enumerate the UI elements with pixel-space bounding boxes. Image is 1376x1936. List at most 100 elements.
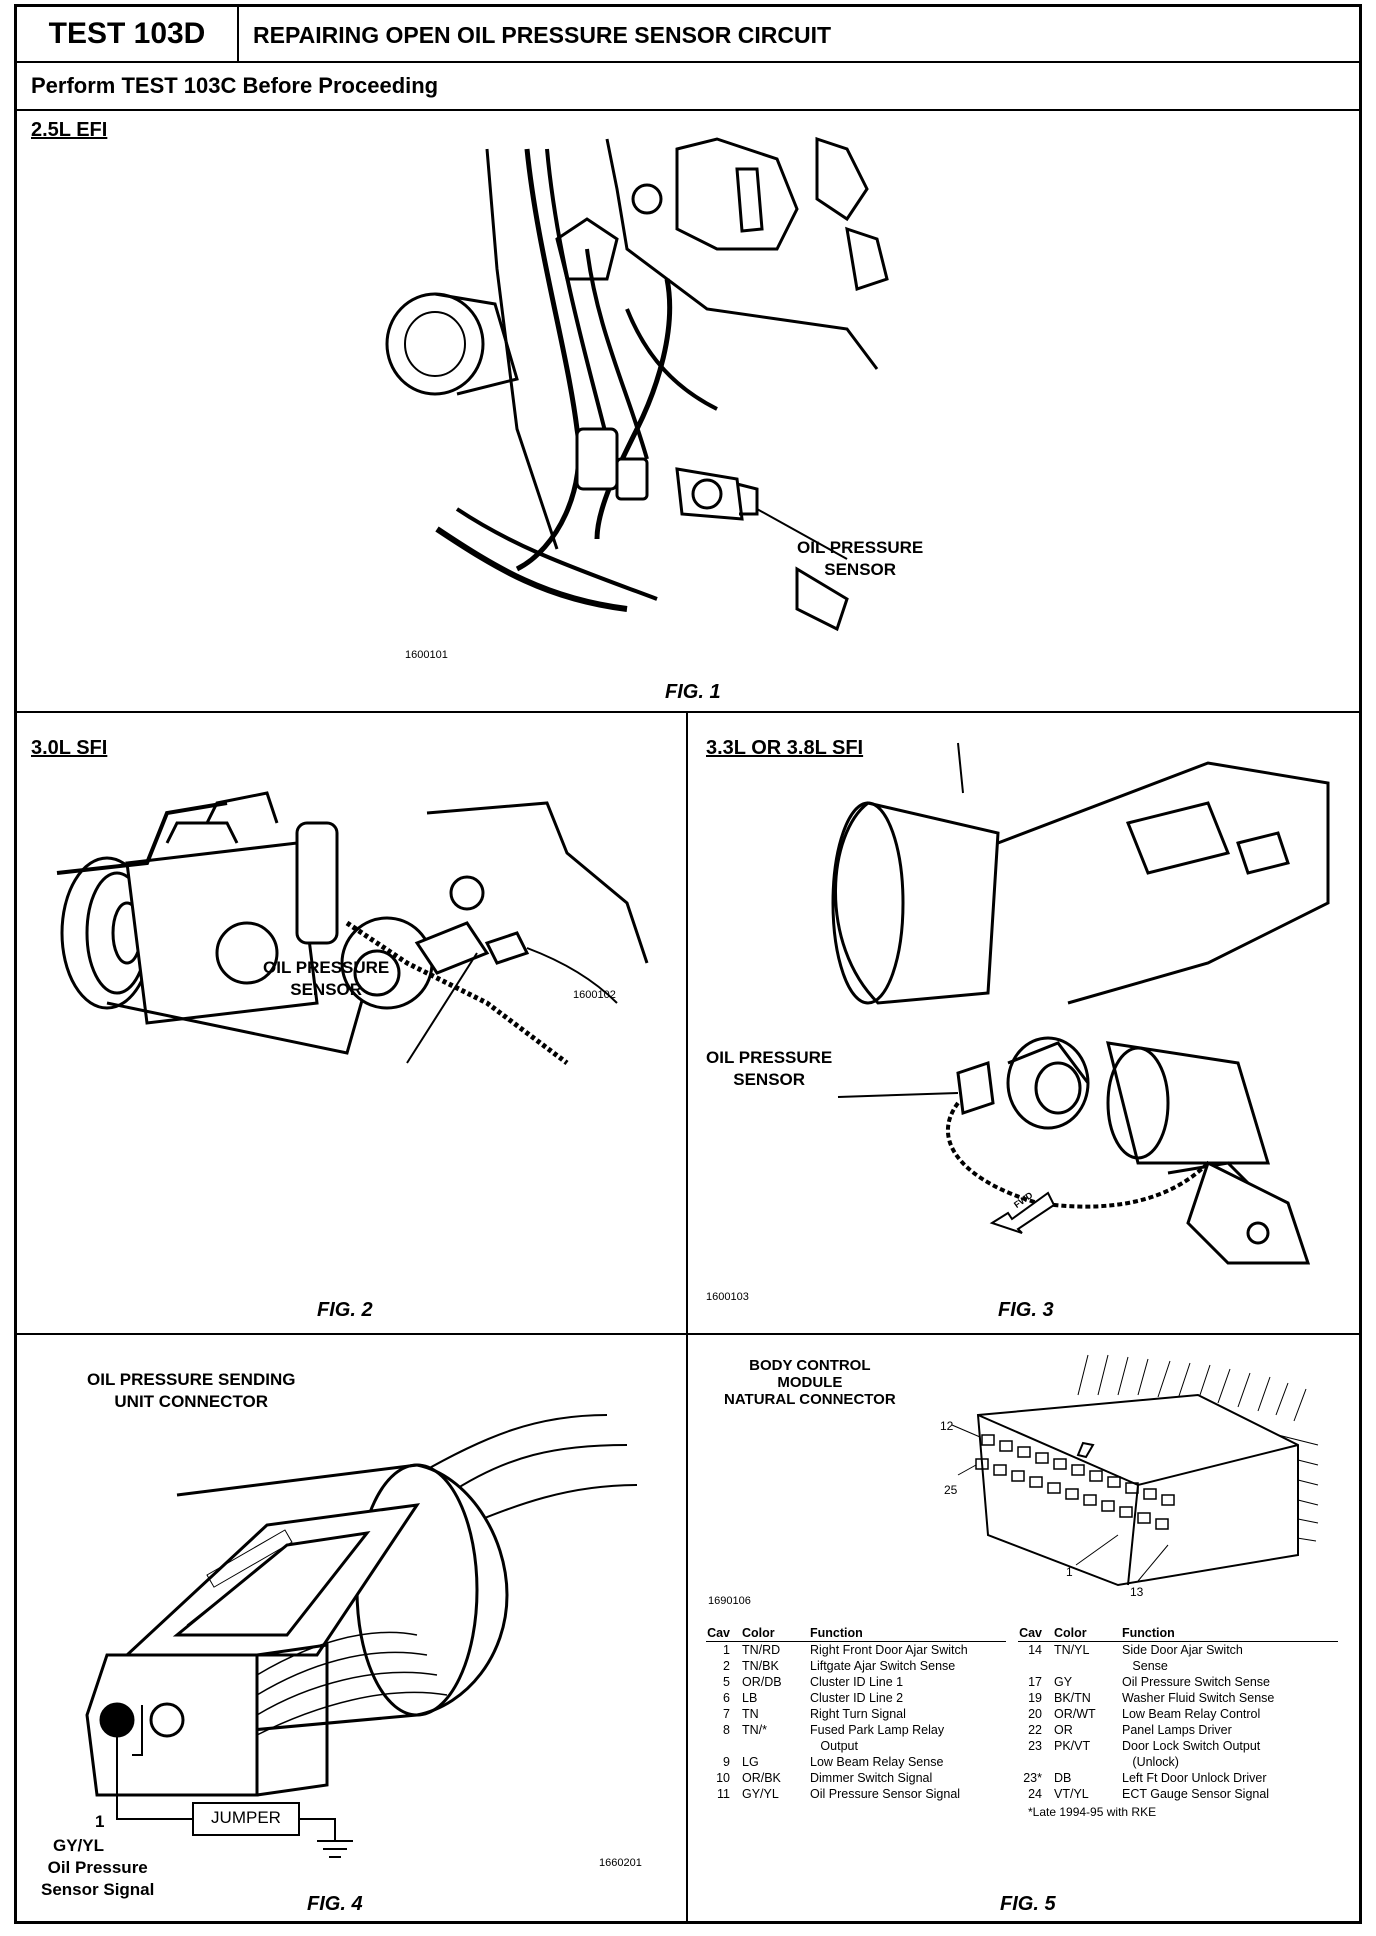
pin-label-13: 13	[1130, 1585, 1144, 1599]
cell-color: TN	[742, 1707, 759, 1721]
bcm-connector-illustration	[951, 1354, 1319, 1587]
fig2-engine-label: 3.0L SFI	[31, 737, 108, 759]
fig5-caption: FIG. 5	[1000, 1893, 1056, 1915]
table-row: 22 OR Panel Lamps Driver	[1018, 1722, 1338, 1738]
table-row: Output	[706, 1738, 1006, 1754]
fig3-engine-label: 3.3L OR 3.8L SFI	[706, 737, 864, 759]
pin-label-12: 12	[940, 1419, 954, 1433]
table-row: Sense	[1018, 1658, 1338, 1674]
cell-color: OR	[1054, 1723, 1073, 1737]
fig4-jumper-wire	[116, 1737, 353, 1858]
cell-color: GY	[1054, 1675, 1073, 1689]
table-row: 8 TN/* Fused Park Lamp Relay	[706, 1722, 1006, 1738]
table-row: (Unlock)	[1018, 1754, 1338, 1770]
fig1-panel: 2.5L EFI	[17, 109, 1359, 713]
table-row: 24 VT/YL ECT Gauge Sensor Signal	[1018, 1786, 1338, 1802]
fig5-part-number: 1690106	[708, 1595, 751, 1607]
table-row: 17 GY Oil Pressure Switch Sense	[1018, 1674, 1338, 1690]
fig3-engine-illustration	[831, 742, 1330, 1265]
cell-color: GY/YL	[742, 1787, 779, 1801]
pin-label-25: 25	[944, 1483, 958, 1497]
cell-function: Oil Pressure Sensor Signal	[810, 1787, 961, 1801]
cell-color: LB	[742, 1691, 758, 1705]
cell-function: Oil Pressure Switch Sense	[1122, 1675, 1270, 1689]
cell-function: ECT Gauge Sensor Signal	[1122, 1787, 1270, 1801]
header-row: TEST 103D REPAIRING OPEN OIL PRESSURE SE…	[17, 7, 1359, 63]
cell-function: Door Lock Switch Output	[1122, 1739, 1261, 1753]
pin-color: GY/YL	[53, 1836, 105, 1855]
cell-color: OR/BK	[742, 1771, 781, 1785]
cell-cav: 24	[1028, 1787, 1042, 1801]
fwd-arrow-icon	[989, 1191, 1056, 1234]
fig1-engine-illustration	[385, 136, 889, 632]
cell-cav: 5	[723, 1675, 730, 1689]
cell-color: TN/RD	[742, 1643, 781, 1657]
fig4-part-number: 1660201	[599, 1857, 642, 1869]
cell-color: TN/YL	[1054, 1643, 1090, 1657]
table-footnote: *Late 1994-95 with RKE	[1028, 1805, 1157, 1819]
col-function: Function	[1122, 1626, 1175, 1640]
cell-cav: 9	[723, 1755, 730, 1769]
cell-function: Washer Fluid Switch Sense	[1122, 1691, 1275, 1705]
fig5-panel: BODY CONTROL MODULE NATURAL CONNECTOR	[688, 1335, 1359, 1921]
fig4-panel: OIL PRESSURE SENDING UNIT CONNECTOR	[17, 1335, 688, 1921]
jumper-label: JUMPER	[211, 1808, 281, 1827]
cell-function: Low Beam Relay Sense	[810, 1755, 944, 1769]
fig4-connector-illustration	[85, 1414, 638, 1797]
table-header: Cav Color Function	[706, 1625, 1006, 1642]
cell-function: Right Turn Signal	[810, 1707, 906, 1721]
pin-number: 1	[95, 1812, 105, 1831]
fig3-caption: FIG. 3	[998, 1299, 1054, 1321]
cell-cav: 20	[1028, 1707, 1042, 1721]
fig5-title: BODY CONTROL MODULE NATURAL CONNECTOR	[724, 1357, 896, 1408]
col-color: Color	[742, 1626, 775, 1640]
col-cav: Cav	[707, 1626, 730, 1640]
cell-function: Fused Park Lamp Relay	[810, 1723, 945, 1737]
fig2-caption: FIG. 2	[317, 1299, 373, 1321]
cell-function: Left Ft Door Unlock Driver	[1122, 1771, 1267, 1785]
table-row: 7 TN Right Turn Signal	[706, 1706, 1006, 1722]
fig2-panel: 3.0L SFI	[17, 713, 688, 1335]
cell-cav: 7	[723, 1707, 730, 1721]
fig1-part-number: 1600101	[405, 649, 448, 661]
col-function: Function	[810, 1626, 863, 1640]
cell-color: TN/BK	[742, 1659, 779, 1673]
fig1-callout: OIL PRESSURE SENSOR	[797, 538, 924, 579]
fig4-title: OIL PRESSURE SENDING UNIT CONNECTOR	[87, 1370, 296, 1411]
fig3-part-number: 1600103	[706, 1291, 749, 1303]
cell-cav: 17	[1028, 1675, 1042, 1689]
cell-cav: 22	[1028, 1723, 1042, 1737]
cell-color: PK/VT	[1054, 1739, 1091, 1753]
prerequisite-note: Perform TEST 103C Before Proceeding	[31, 73, 439, 98]
pin-description: Oil Pressure Sensor Signal	[41, 1858, 155, 1899]
cell-color: TN/*	[742, 1723, 767, 1737]
cell-color: VT/YL	[1054, 1787, 1089, 1801]
table-row: 23 PK/VT Door Lock Switch Output	[1018, 1738, 1338, 1754]
document-page: TEST 103D REPAIRING OPEN OIL PRESSURE SE…	[14, 4, 1362, 1924]
cell-function: Cluster ID Line 1	[810, 1675, 904, 1689]
test-title: REPAIRING OPEN OIL PRESSURE SENSOR CIRCU…	[253, 22, 832, 48]
prerequisite-row: Perform TEST 103C Before Proceeding	[17, 61, 1359, 111]
fig3-callout: OIL PRESSURE SENSOR	[706, 1048, 833, 1089]
cell-cav: 23	[1028, 1739, 1042, 1753]
table-row: 11 GY/YL Oil Pressure Sensor Signal	[706, 1786, 1006, 1802]
fig2-callout: OIL PRESSURE SENSOR	[263, 958, 390, 999]
cell-cav: 2	[723, 1659, 730, 1673]
cell-cav: 8	[723, 1723, 730, 1737]
cell-cav: 23*	[1023, 1771, 1042, 1785]
test-id: TEST 103D	[17, 7, 239, 61]
cell-cav: 6	[723, 1691, 730, 1705]
cell-cav: 11	[717, 1787, 730, 1801]
cell-cav: 1	[723, 1643, 730, 1657]
cell-function: Panel Lamps Driver	[1122, 1723, 1232, 1737]
